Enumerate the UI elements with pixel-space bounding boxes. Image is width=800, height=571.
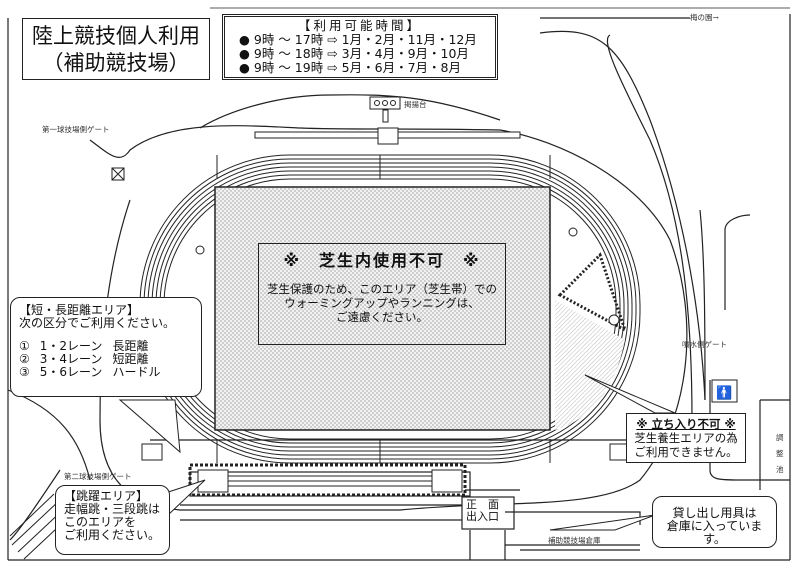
storage-label: 補助競技場倉庫 (548, 536, 601, 545)
pond-label: 調整池 (776, 433, 784, 474)
hours-row: ● 9時 ～ 17時 ⇨ 1月・2月・11月・12月 (239, 32, 477, 47)
page-title: 陸上競技個人利用 （補助競技場） (22, 18, 210, 80)
hours-row: ● 9時 ～ 19時 ⇨ 5月・6月・7月・8月 (239, 60, 461, 75)
jump-callout: 【跳躍エリア】走幅跳・三段跳はこのエリアをご利用ください。 (55, 485, 170, 555)
outer-path (89, 125, 688, 511)
main-entrance-label: 正 面出入口 (466, 498, 499, 523)
no-turf-use-notice: ※ 芝生内使用不可 ※ 芝生保護のため、このエリア（芝生帯）での ウォーミングア… (258, 243, 506, 345)
restroom-icon (711, 379, 738, 403)
available-hours-box: 【利用可能時間】 ● 9時 ～ 17時 ⇨ 1月・2月・11月・12月 ● 9時… (222, 14, 498, 80)
keepout-area (555, 300, 625, 430)
gate1-label: 第一球技場側ゲート (42, 125, 110, 134)
ume-label: 梅の園→ (690, 13, 719, 22)
gate2-label: 第二球技場側ゲート (64, 472, 132, 481)
equipment-callout: 貸し出し用具は倉庫に入っています。 (652, 496, 777, 548)
flagstand-label: 掲揚台 (404, 100, 427, 109)
infield-turf (214, 186, 551, 431)
keepout-callout: ※ 立ち入り不可 ※ 芝生養生エリアの為 ご利用できません。 (626, 413, 746, 463)
hours-row: ● 9時 ～ 18時 ⇨ 3月・4月・9月・10月 (239, 46, 469, 61)
svg-text:🚹: 🚹 (716, 385, 732, 401)
jump-area (188, 463, 467, 497)
fountain-gate-label: 噴水側ゲート (682, 340, 727, 349)
